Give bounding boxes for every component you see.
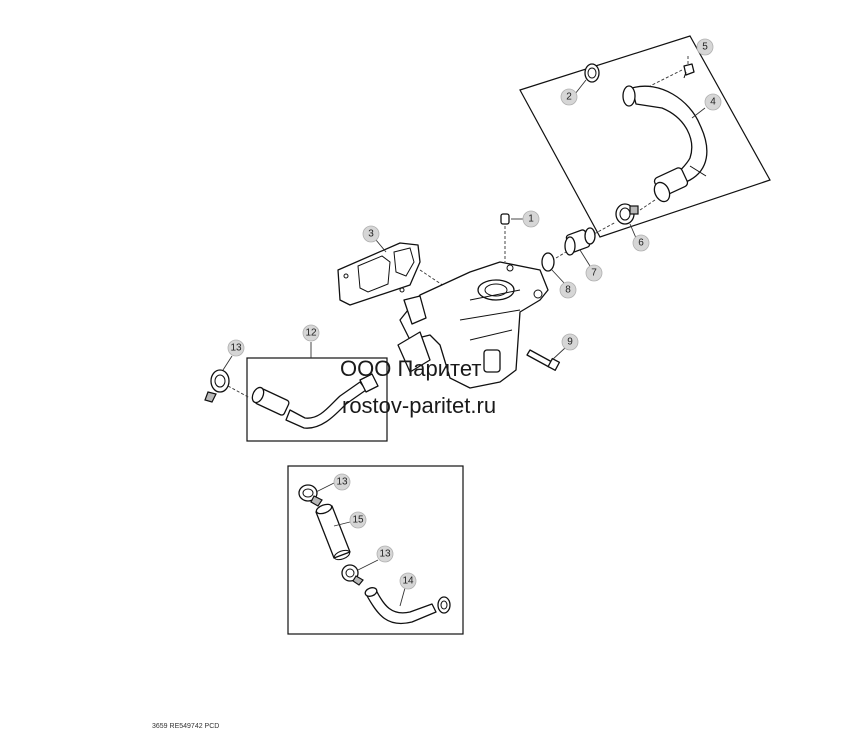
footer-code: 3659 RE549742 PCD bbox=[152, 723, 220, 730]
callout-14: 14 bbox=[399, 572, 417, 607]
watermark-website: rostov-paritet.ru bbox=[342, 393, 497, 418]
clamp-part-6 bbox=[615, 199, 656, 225]
callout-1: 1 bbox=[511, 210, 540, 228]
callout-label: 14 bbox=[402, 576, 414, 587]
callout-label: 13 bbox=[336, 477, 348, 488]
tube-part-4 bbox=[622, 85, 708, 203]
callout-3: 3 bbox=[362, 225, 387, 253]
callout-label: 6 bbox=[638, 238, 644, 249]
callout-label: 2 bbox=[566, 92, 572, 103]
callout-7: 7 bbox=[579, 249, 603, 282]
bolt-part-5 bbox=[649, 56, 695, 87]
callout-8: 8 bbox=[551, 269, 577, 299]
tube-part-12 bbox=[251, 342, 379, 429]
callout-5: 5 bbox=[696, 38, 714, 56]
callout-13-left: 13 bbox=[222, 339, 245, 371]
fitting-part-7 bbox=[564, 221, 617, 256]
watermark-company-name: ООО Паритет bbox=[340, 356, 482, 381]
callout-label: 8 bbox=[565, 285, 571, 296]
callout-label: 4 bbox=[710, 97, 716, 108]
bolt-part-9 bbox=[526, 349, 561, 371]
callout-label: 15 bbox=[352, 515, 364, 526]
callout-13-middle: 13 bbox=[357, 545, 394, 571]
main-housing bbox=[397, 261, 549, 389]
callout-15: 15 bbox=[333, 511, 367, 529]
callout-6: 6 bbox=[629, 223, 650, 252]
callout-9: 9 bbox=[551, 333, 579, 361]
callout-2: 2 bbox=[560, 79, 587, 106]
clamp-part-13-middle bbox=[341, 564, 364, 586]
group-box-upper-right bbox=[519, 35, 771, 238]
tube-part-14 bbox=[364, 587, 451, 625]
oring-part-8 bbox=[541, 251, 567, 272]
callout-label: 1 bbox=[528, 214, 534, 225]
gasket-part-3 bbox=[337, 242, 451, 306]
callout-label: 9 bbox=[567, 337, 573, 348]
callout-label: 7 bbox=[591, 268, 597, 279]
clamp-part-13-top bbox=[298, 484, 323, 507]
callout-4: 4 bbox=[691, 93, 722, 119]
clamp-part-13-left bbox=[204, 369, 251, 403]
callout-label: 13 bbox=[379, 549, 391, 560]
gasket-part-2 bbox=[584, 63, 600, 83]
callout-label: 12 bbox=[305, 328, 317, 339]
callout-12: 12 bbox=[302, 324, 320, 342]
group-box-item-12 bbox=[246, 357, 388, 442]
plug-part-1 bbox=[500, 213, 510, 262]
group-box-lower bbox=[287, 465, 464, 635]
callout-label: 13 bbox=[230, 343, 242, 354]
hose-part-15 bbox=[315, 503, 351, 561]
callout-label: 3 bbox=[368, 229, 374, 240]
callout-13-top: 13 bbox=[315, 473, 351, 493]
callout-label: 5 bbox=[702, 42, 708, 53]
